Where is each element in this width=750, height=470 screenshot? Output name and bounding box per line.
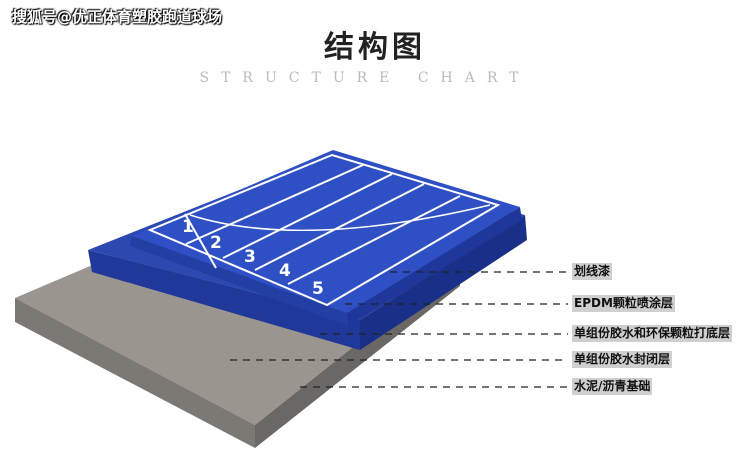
lane-number-2: 2 [210,233,222,253]
layer-label-foundation: 水泥/沥青基础 [572,378,653,395]
page-subtitle: STRUCTURE CHART [199,70,531,86]
epdm-layer-side [347,207,522,326]
base-layer-front-left [88,250,360,350]
layer-label-paint: 划线漆 [572,263,613,280]
watermark: 搜狐号@优正体育塑胶跑道球场 [12,8,223,26]
lane-number-3: 3 [244,247,256,267]
epdm-layer-front [130,236,348,326]
lane-number-1: 1 [182,217,194,237]
lane-number-4: 4 [279,261,291,281]
base-layer-front-right [360,215,527,350]
page-title: 结构图 [324,30,426,65]
concrete-left-face [15,298,255,448]
layer-label-base: 单组份胶水和环保颗粒打底层 [572,325,733,342]
leader-lines [230,271,568,388]
lane-number-5: 5 [312,279,324,299]
lane-numbers: 1 2 3 4 5 [182,217,324,299]
layer-label-sealing: 单组份胶水封闭层 [572,351,673,368]
layer-label-epdm: EPDM颗粒喷涂层 [572,295,675,312]
track-lines [147,153,501,307]
epdm-layer-top [132,150,520,313]
